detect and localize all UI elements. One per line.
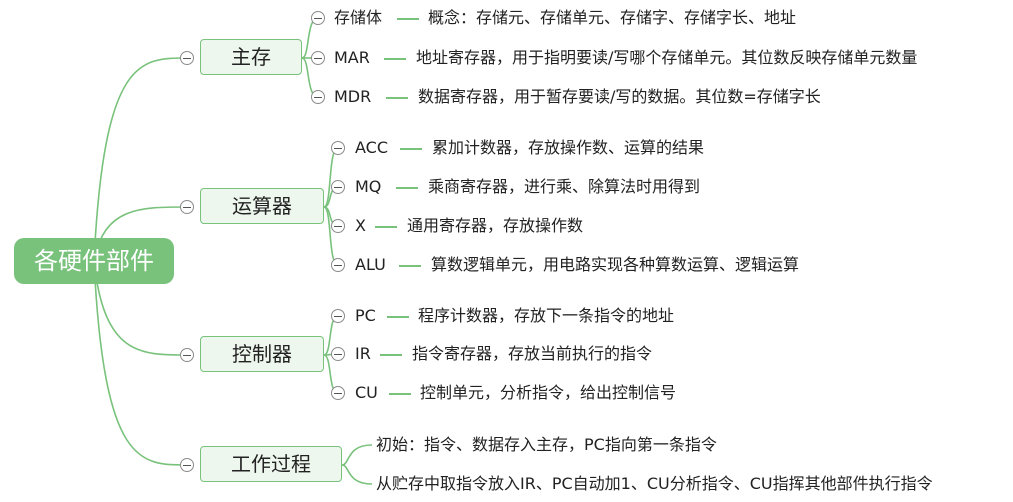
leaf-connector — [387, 316, 409, 318]
collapse-minus-icon[interactable] — [311, 90, 325, 104]
leaf-term: MAR — [334, 48, 370, 67]
collapse-minus-icon[interactable] — [311, 11, 325, 25]
leaf-desc: 数据寄存器，用于暂存要读/写的数据。其位数=存储字长 — [418, 87, 821, 106]
leaf-term: X — [355, 216, 366, 235]
leaf-desc: 乘商寄存器，进行乘、除算法时用得到 — [428, 177, 701, 196]
leaf-connector — [396, 187, 418, 189]
collapse-minus-icon[interactable] — [180, 458, 194, 472]
leaf-desc: 控制单元，分析指令，给出控制信号 — [420, 383, 677, 402]
collapse-minus-icon[interactable] — [180, 200, 194, 214]
leaf-connector — [389, 393, 411, 395]
leaf-desc: 指令寄存器，存放当前执行的指令 — [412, 344, 653, 363]
leaf-desc: 概念：存储元、存储单元、存储字、存储字长、地址 — [428, 8, 797, 27]
leaf-term: MQ — [355, 177, 382, 196]
collapse-minus-icon[interactable] — [180, 348, 194, 362]
branch-control-unit[interactable]: 控制器 — [200, 336, 324, 372]
leaf-term: PC — [355, 306, 376, 325]
collapse-minus-icon[interactable] — [331, 180, 345, 194]
leaf-desc: 通用寄存器，存放操作数 — [407, 216, 584, 235]
leaf-term: CU — [355, 383, 378, 402]
leaf-term: IR — [355, 344, 371, 363]
leaf-connector — [400, 148, 422, 150]
connector-curve — [341, 444, 373, 466]
leaf-desc: 累加计数器，存放操作数、运算的结果 — [432, 138, 705, 157]
collapse-minus-icon[interactable] — [331, 258, 345, 272]
branch-work-process[interactable]: 工作过程 — [200, 446, 342, 482]
leaf-connector — [397, 18, 419, 20]
process-step: 初始：指令、数据存入主存，PC指向第一条指令 — [376, 435, 717, 454]
collapse-minus-icon[interactable] — [331, 309, 345, 323]
collapse-minus-icon[interactable] — [331, 347, 345, 361]
collapse-minus-icon[interactable] — [331, 219, 345, 233]
leaf-desc: 地址寄存器，用于指明要读/写哪个存储单元。其位数反映存储单元数量 — [416, 48, 918, 67]
connector-curve — [93, 57, 188, 262]
leaf-term: ALU — [355, 255, 386, 274]
connector-curve — [323, 206, 339, 266]
process-step: 从贮存中取指令放入IR、PC自动加1、CU分析指令、CU指挥其他部件执行指令 — [376, 474, 933, 493]
leaf-desc: 算数逻辑单元，用电路实现各种算数运算、逻辑运算 — [431, 255, 800, 274]
leaf-desc: 程序计数器，存放下一条指令的地址 — [418, 306, 675, 325]
collapse-minus-icon[interactable] — [180, 51, 194, 65]
connector-curve — [341, 464, 373, 485]
leaf-connector — [380, 354, 402, 356]
branch-main-memory[interactable]: 主存 — [200, 39, 302, 75]
branch-alu-unit[interactable]: 运算器 — [200, 188, 324, 224]
connector-curve — [323, 147, 339, 208]
root-node[interactable]: 各硬件部件 — [14, 238, 174, 284]
leaf-term: 存储体 — [334, 8, 383, 27]
leaf-connector — [399, 265, 421, 267]
leaf-connector — [384, 58, 406, 60]
collapse-minus-icon[interactable] — [331, 141, 345, 155]
leaf-term: MDR — [334, 87, 372, 106]
leaf-connector — [386, 97, 408, 99]
collapse-minus-icon[interactable] — [311, 51, 325, 65]
leaf-connector — [375, 226, 397, 228]
leaf-term: ACC — [355, 138, 389, 157]
connector-curve — [93, 260, 188, 466]
collapse-minus-icon[interactable] — [331, 386, 345, 400]
connector-curve — [93, 260, 188, 356]
